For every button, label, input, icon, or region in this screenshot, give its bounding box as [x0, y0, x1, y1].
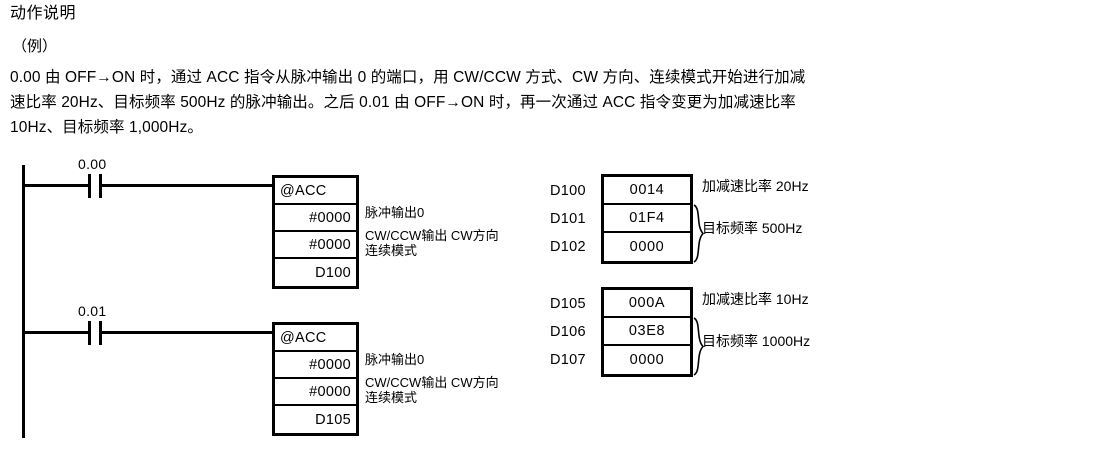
brace-icon-group-1 — [693, 204, 704, 263]
rung-2-wire-left — [22, 331, 90, 334]
description-line-2: 速比率 20Hz、目标频率 500Hz 的脉冲输出。之后 0.01 由 OFF→… — [10, 94, 796, 111]
brace-icon-group-2 — [693, 317, 704, 376]
ladder-diagram: 0.00 @ACC #0000 #0000 D100 脉冲输出0 CW/CCW输… — [0, 155, 1115, 453]
description-line-3: 10Hz、目标频率 1,000Hz。 — [10, 119, 204, 136]
instruction-2-note-line-1: 脉冲输出0 — [365, 352, 425, 367]
contact-1-bar-right — [99, 174, 102, 198]
data-annotation-1-target: 目标频率 500Hz — [702, 220, 803, 236]
instruction-1-note-spacer — [365, 220, 499, 228]
instruction-2-notes: 脉冲输出0 CW/CCW输出 CW方向 连续模式 — [365, 352, 499, 405]
instruction-2-operator: @ACC — [275, 325, 356, 352]
instruction-1-notes: 脉冲输出0 CW/CCW输出 CW方向 连续模式 — [365, 205, 499, 258]
data-value-d105: 000A — [604, 290, 690, 318]
contact-1-label: 0.00 — [78, 156, 107, 172]
instruction-2-note-line-2: CW/CCW输出 CW方向 — [365, 375, 499, 390]
instruction-1-operand-2: #0000 — [275, 232, 356, 259]
description-line-1: 0.00 由 OFF→ON 时，通过 ACC 指令从脉冲输出 0 的端口，用 C… — [10, 69, 806, 86]
instruction-2-note-line-3: 连续模式 — [365, 390, 418, 405]
data-address-d107: D107 — [550, 352, 586, 368]
instruction-block-2[interactable]: @ACC #0000 #0000 D105 — [272, 322, 359, 436]
data-address-d106: D106 — [550, 324, 586, 340]
data-value-d107: 0000 — [629, 352, 665, 368]
page-title: 动作说明 — [10, 5, 77, 22]
data-annotation-1-accel: 加减速比率 20Hz — [702, 178, 809, 194]
instruction-2-operand-1: #0000 — [275, 352, 356, 379]
data-value-d100: 0014 — [604, 177, 690, 205]
contact-2-label: 0.01 — [78, 303, 107, 319]
instruction-2-operand-3: D105 — [315, 411, 351, 428]
description-paragraph: 0.00 由 OFF→ON 时，通过 ACC 指令从脉冲输出 0 的端口，用 C… — [10, 65, 1105, 140]
instruction-1-note-line-2: CW/CCW输出 CW方向 — [365, 228, 499, 243]
rung-1-wire-left — [22, 184, 90, 187]
data-annotation-2-target: 目标频率 1000Hz — [702, 333, 811, 349]
data-value-d106: 03E8 — [604, 318, 690, 346]
instruction-1-operand-1: #0000 — [275, 205, 356, 232]
contact-2-bar-right — [99, 321, 102, 345]
instruction-1-operand-3: D100 — [315, 264, 351, 281]
left-power-rail — [22, 165, 25, 438]
rung-2-wire-right — [101, 331, 273, 334]
instruction-2-note-spacer — [365, 367, 499, 375]
normally-open-contact-1[interactable] — [88, 174, 102, 198]
instruction-block-1[interactable]: @ACC #0000 #0000 D100 — [272, 175, 359, 289]
instruction-2-operand-2: #0000 — [275, 379, 356, 406]
data-address-d105: D105 — [550, 296, 586, 312]
rung-1-wire-right — [101, 184, 273, 187]
data-value-d101: 01F4 — [604, 205, 690, 233]
data-address-d100: D100 — [550, 183, 586, 199]
data-value-box-1[interactable]: 0014 01F4 0000 — [601, 174, 693, 264]
instruction-1-note-line-1: 脉冲输出0 — [365, 205, 425, 220]
data-annotation-2-accel: 加减速比率 10Hz — [702, 291, 809, 307]
normally-open-contact-2[interactable] — [88, 321, 102, 345]
data-address-d101: D101 — [550, 211, 586, 227]
data-value-d102: 0000 — [629, 239, 665, 255]
instruction-1-operator: @ACC — [275, 178, 356, 205]
data-value-box-2[interactable]: 000A 03E8 0000 — [601, 287, 693, 377]
contact-2-bar-left — [88, 321, 91, 345]
example-label: （例） — [12, 38, 58, 55]
contact-1-bar-left — [88, 174, 91, 198]
instruction-1-note-line-3: 连续模式 — [365, 243, 418, 258]
data-address-d102: D102 — [550, 239, 586, 255]
